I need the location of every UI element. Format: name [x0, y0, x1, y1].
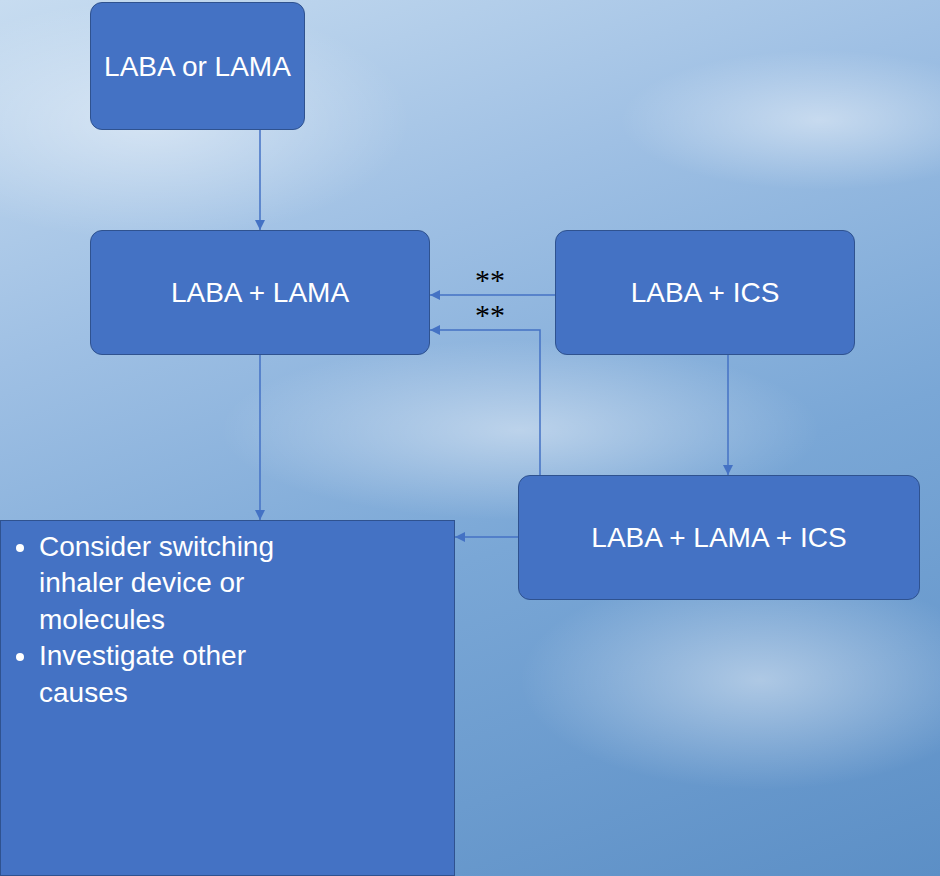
- bullet-item: Investigate other causes: [39, 638, 289, 711]
- bullet-text: Investigate other causes: [39, 640, 246, 707]
- edge-label: **: [475, 300, 505, 330]
- box-label: LABA or LAMA: [104, 49, 291, 84]
- process-box: LABA + LAMA: [90, 230, 430, 355]
- arrow-connector: [430, 330, 540, 475]
- arrow-connector: [259, 130, 261, 230]
- box-label: LABA + LAMA + ICS: [591, 520, 846, 555]
- process-box: LABA + ICS: [555, 230, 855, 355]
- edge-label: **: [475, 265, 505, 295]
- bullet-list: Consider switching inhaler device or mol…: [1, 529, 289, 711]
- box-label: LABA + ICS: [631, 275, 780, 310]
- bullet-item: Consider switching inhaler device or mol…: [39, 529, 289, 638]
- box-label: LABA + LAMA: [171, 275, 349, 310]
- process-box: LABA or LAMA: [90, 2, 305, 130]
- arrow-connector: [727, 355, 729, 475]
- note-box: Consider switching inhaler device or mol…: [0, 520, 455, 876]
- arrow-connector: [455, 536, 518, 538]
- bullet-text: Consider switching inhaler device or mol…: [39, 531, 274, 635]
- process-box: LABA + LAMA + ICS: [518, 475, 920, 600]
- arrow-connector: [259, 355, 261, 520]
